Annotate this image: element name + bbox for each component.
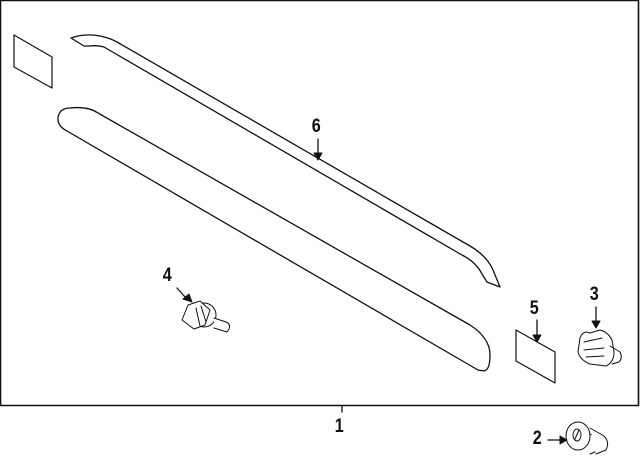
assembly-boundary-box <box>0 0 640 407</box>
callout-2-arrowhead <box>559 435 568 445</box>
part-6-molding-strip[interactable] <box>70 34 501 288</box>
part-2-clip-grommet[interactable] <box>565 421 609 455</box>
callout-6-label: 6 <box>311 116 321 137</box>
callout-5-label: 5 <box>529 298 539 319</box>
callout-4-arrowhead <box>182 293 193 303</box>
callout-2-label: 2 <box>532 428 542 449</box>
callout-3-label: 3 <box>589 284 599 305</box>
callout-4-label: 4 <box>162 265 172 286</box>
part-4-clip-fastener[interactable] <box>181 300 231 333</box>
part-3-clip[interactable] <box>577 329 622 367</box>
part-5-adhesive-pad[interactable] <box>515 329 556 384</box>
callout-3-arrowhead <box>591 320 601 329</box>
callout-4-leader <box>176 287 187 299</box>
callout-6-arrowhead <box>313 152 323 161</box>
left-adhesive-pad[interactable] <box>13 34 53 89</box>
callout-1-label: 1 <box>334 416 344 437</box>
callout-5-arrowhead <box>532 334 542 343</box>
lower-molding-part[interactable] <box>57 106 491 372</box>
